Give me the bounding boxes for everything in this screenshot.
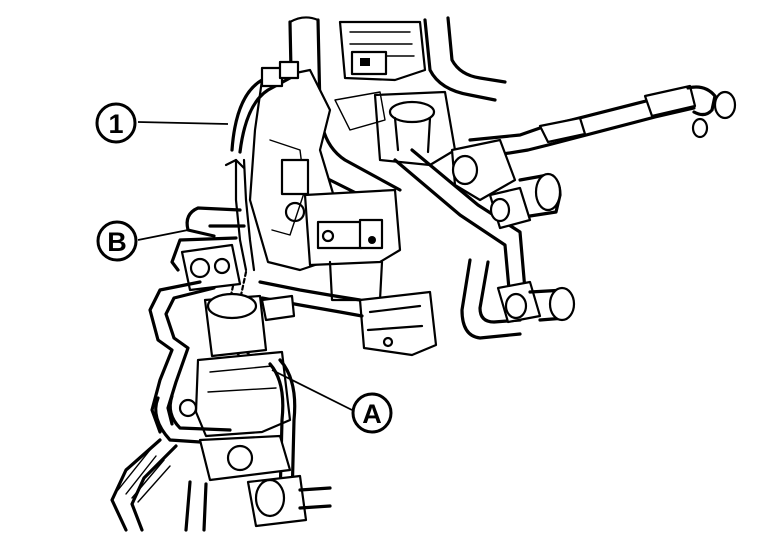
low-pressure-pipe-left	[170, 206, 364, 318]
callout-b: B	[96, 220, 138, 262]
callout-leaders	[137, 121, 353, 411]
callout-1-label: 1	[108, 109, 123, 139]
wiring-harness	[224, 60, 300, 272]
lower-valve-body	[148, 280, 297, 502]
callout-a: A	[351, 392, 393, 434]
mounting-bracket	[358, 290, 438, 357]
central-housing	[248, 68, 402, 302]
expansion-valve-assembly	[338, 20, 457, 167]
callout-1: 1	[95, 102, 137, 144]
callout-b-label: B	[107, 227, 127, 257]
bottom-hoses	[110, 434, 332, 532]
right-pipe-assembly	[393, 138, 576, 340]
high-pressure-pipe-right	[468, 84, 737, 160]
callout-a-label: A	[362, 399, 382, 429]
